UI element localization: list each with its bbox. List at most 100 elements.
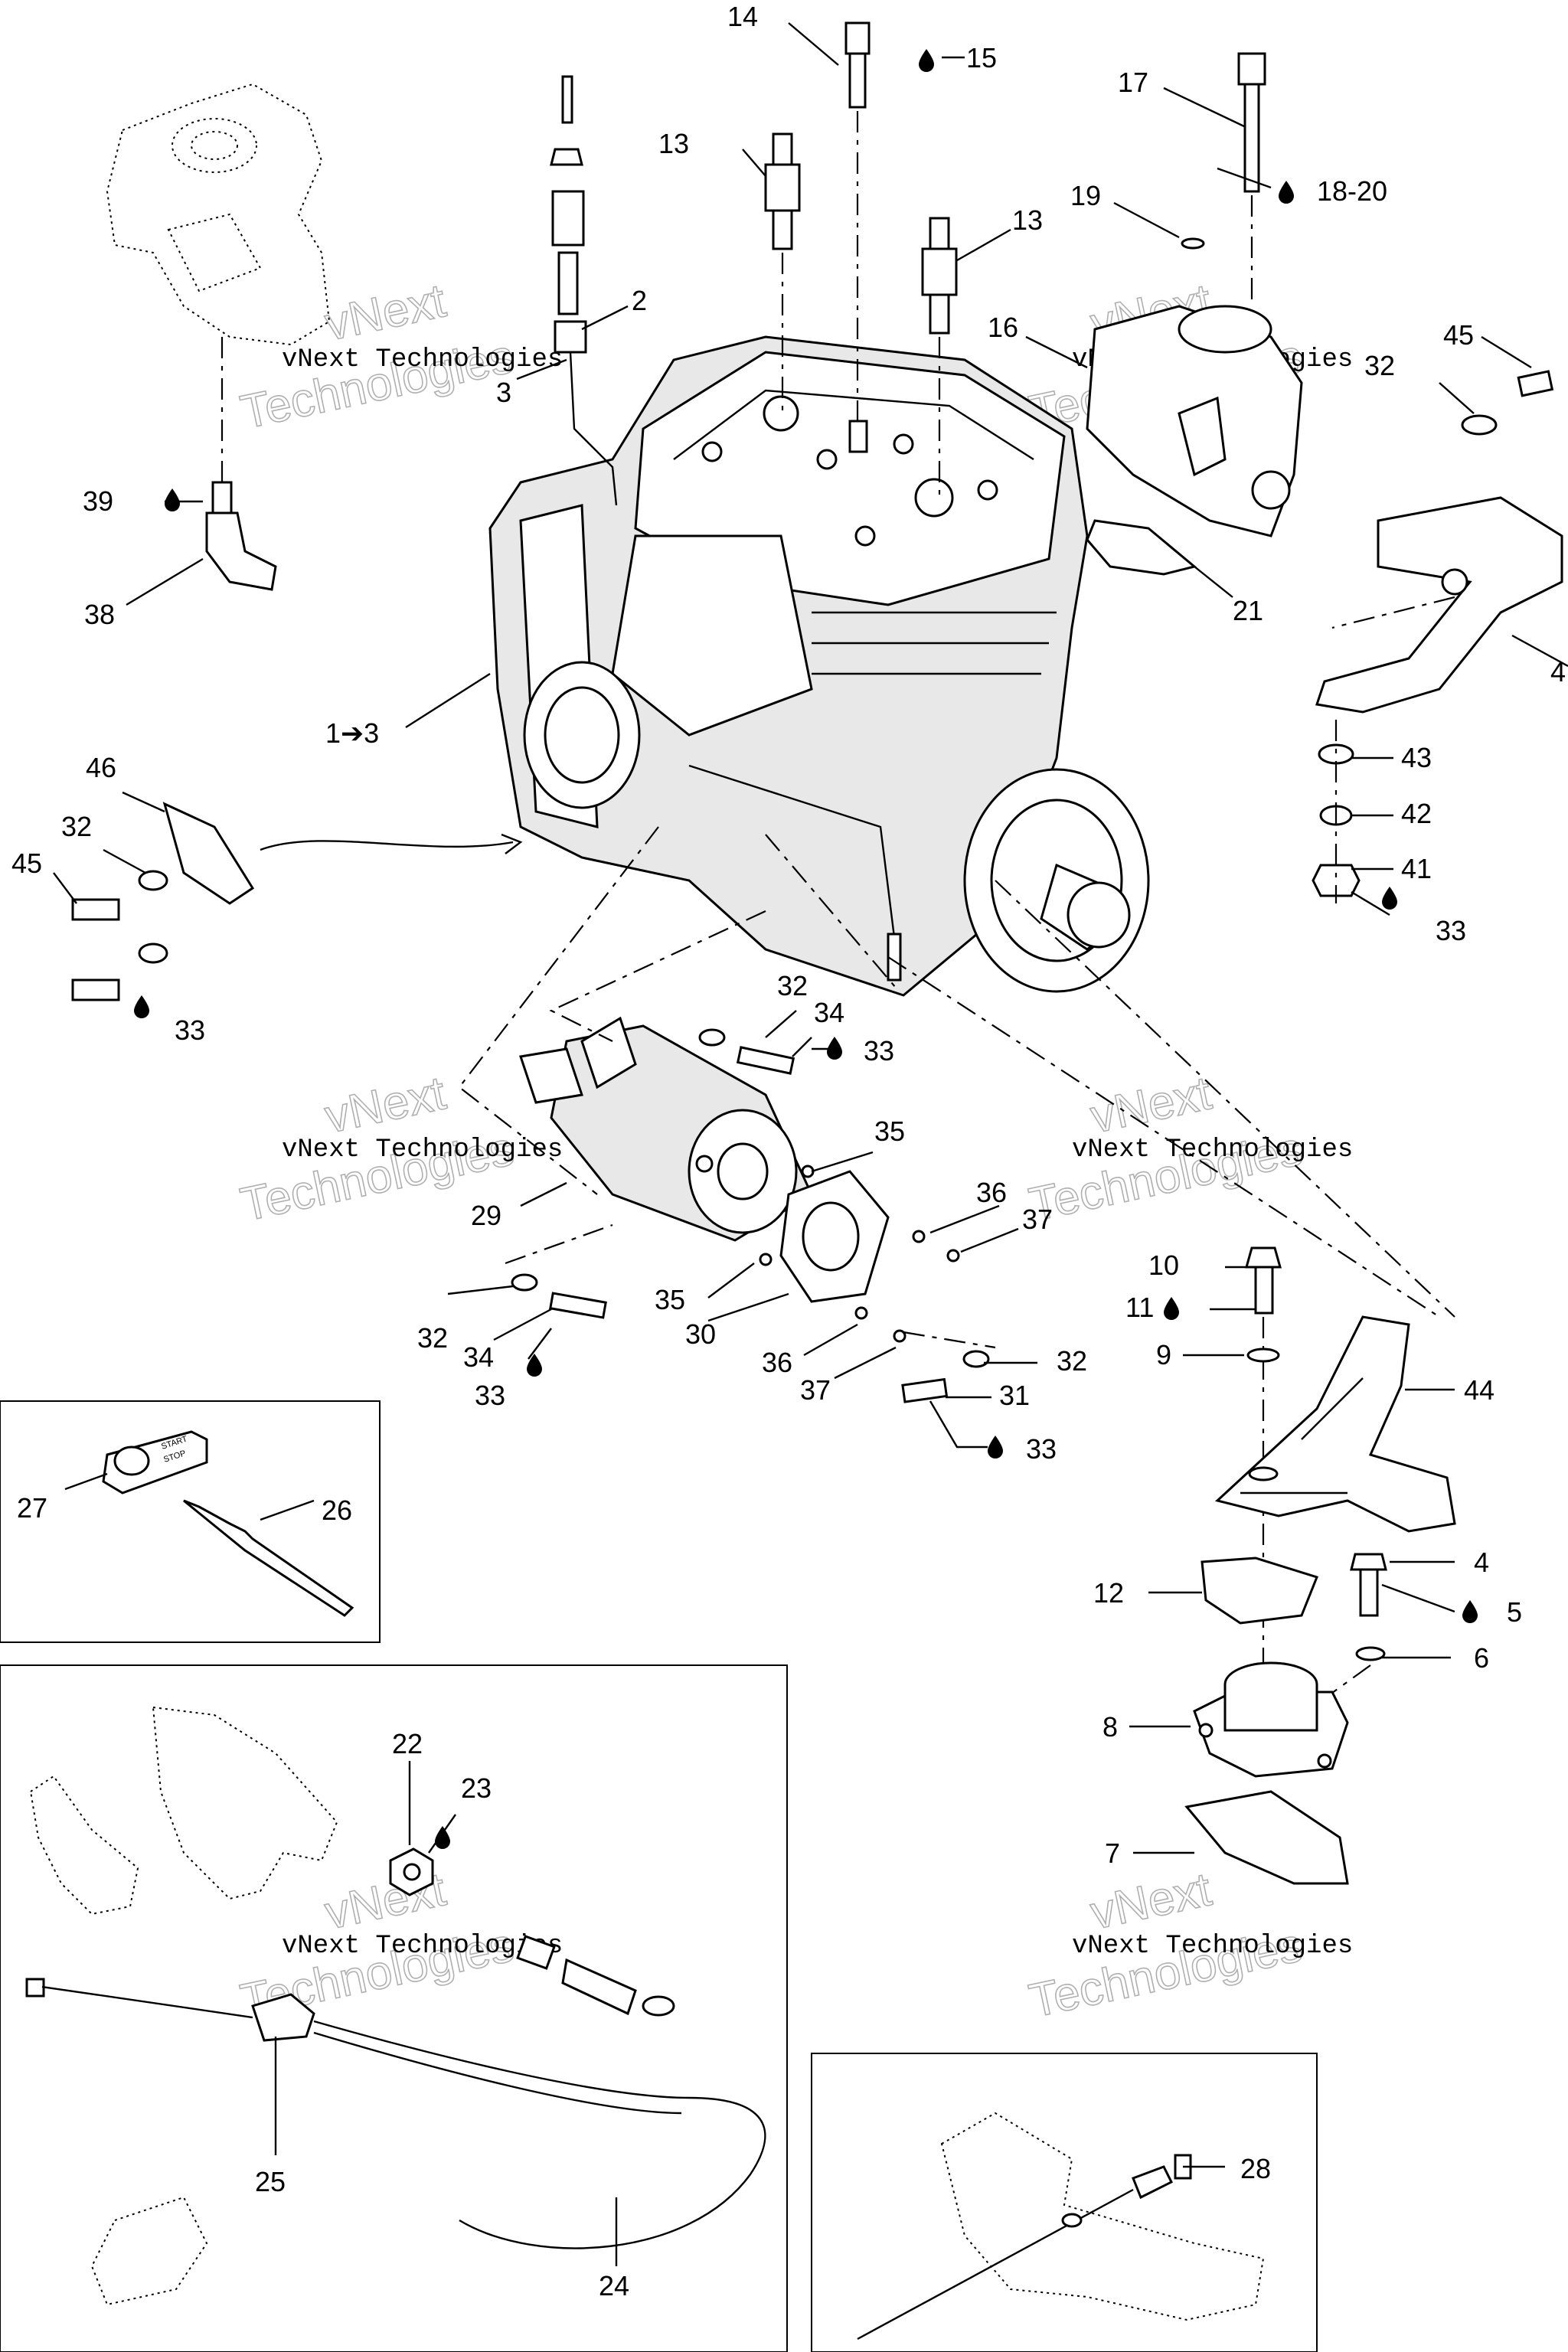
start-button-27: START STOP bbox=[102, 1430, 208, 1494]
starter-motor-29 bbox=[519, 1016, 813, 1242]
oil-drop-icon bbox=[1462, 1600, 1478, 1623]
end-plate-30 bbox=[779, 1170, 890, 1303]
callout-33-starter-right: 33 bbox=[1026, 1433, 1057, 1465]
callout-labels: 14 15 17 18-20 19 13 13 16 2 3 45 32 21 … bbox=[11, 1, 1566, 2301]
callout-36-bottom: 36 bbox=[762, 1347, 792, 1378]
callout-18-20: 18-20 bbox=[1317, 175, 1387, 207]
svg-text:vNext: vNext bbox=[1086, 1067, 1216, 1143]
callout-32-starter-left: 32 bbox=[417, 1322, 448, 1354]
callout-23: 23 bbox=[461, 1772, 492, 1804]
callout-16: 16 bbox=[988, 312, 1018, 343]
callout-35-top: 35 bbox=[874, 1116, 905, 1147]
oil-drop-icon bbox=[527, 1354, 542, 1377]
callout-14: 14 bbox=[727, 1, 758, 32]
callout-17: 17 bbox=[1118, 67, 1148, 98]
callout-45-left: 45 bbox=[11, 848, 42, 879]
callout-22: 22 bbox=[392, 1728, 423, 1759]
elbow-fitting-38 bbox=[205, 337, 277, 591]
pump-housing-outline bbox=[106, 83, 331, 346]
svg-text:vNext: vNext bbox=[1086, 1863, 1216, 1939]
callout-8: 8 bbox=[1102, 1711, 1118, 1743]
callout-37-bottom: 37 bbox=[800, 1374, 831, 1406]
watermark-4: vNext Technologies vNext Technologies bbox=[1024, 1066, 1354, 1232]
callout-12: 12 bbox=[1093, 1577, 1124, 1609]
svg-text:vNext: vNext bbox=[321, 274, 450, 351]
bolt-10 bbox=[1245, 1246, 1282, 1363]
watermark-6: vNext Technologies vNext Technologies bbox=[1024, 1862, 1354, 2028]
callout-27: 27 bbox=[17, 1492, 47, 1524]
svg-text:vNext Technologies: vNext Technologies bbox=[282, 1135, 563, 1165]
callout-32-left: 32 bbox=[61, 811, 92, 842]
start-button-box bbox=[0, 1400, 381, 1643]
washers-41-43 bbox=[1312, 720, 1361, 903]
oil-drop-icon bbox=[1382, 887, 1397, 910]
throttle-cable-box bbox=[0, 1664, 788, 2352]
leader-lines bbox=[53, 22, 1568, 2266]
callout-4: 4 bbox=[1474, 1547, 1489, 1578]
gasket-21 bbox=[1086, 519, 1197, 576]
callout-30: 30 bbox=[685, 1318, 716, 1350]
callout-3: 3 bbox=[496, 377, 511, 408]
callout-31: 31 bbox=[999, 1380, 1030, 1411]
callout-11: 11 bbox=[1125, 1292, 1154, 1323]
engine-block bbox=[488, 335, 1150, 997]
watermark-1: vNext Technologies vNext Technologies bbox=[236, 273, 564, 439]
rod-28 bbox=[857, 2154, 1192, 2341]
callout-36-top: 36 bbox=[976, 1177, 1007, 1208]
callout-40: 4 bbox=[1550, 656, 1566, 688]
callout-9: 9 bbox=[1156, 1339, 1171, 1370]
callout-44: 44 bbox=[1464, 1374, 1494, 1406]
callout-2: 2 bbox=[632, 285, 647, 316]
engine-mount-44 bbox=[1214, 1315, 1456, 1533]
callout-28: 28 bbox=[1240, 2153, 1271, 2184]
engine-bracket-40 bbox=[1315, 496, 1563, 714]
switch-cable-26 bbox=[183, 1499, 354, 1617]
oil-drop-icon bbox=[919, 49, 934, 72]
callout-15: 15 bbox=[966, 42, 997, 74]
throttle-cable-24 bbox=[25, 1935, 766, 2249]
callout-38: 38 bbox=[84, 599, 115, 630]
callout-33-left: 33 bbox=[175, 1014, 205, 1046]
oil-drop-icons bbox=[134, 49, 1478, 1849]
callout-46: 46 bbox=[86, 752, 116, 783]
svg-text:vNext: vNext bbox=[321, 1067, 450, 1143]
svg-text:vNext Technologies: vNext Technologies bbox=[282, 345, 563, 374]
callout-39: 39 bbox=[83, 485, 113, 517]
callout-33-right: 33 bbox=[1436, 915, 1466, 946]
bolt-45-right bbox=[1461, 370, 1554, 436]
oil-drop-icon bbox=[165, 488, 180, 511]
callout-1-3: 1➔3 bbox=[325, 717, 379, 749]
callout-34-top: 34 bbox=[814, 997, 844, 1028]
callout-5: 5 bbox=[1507, 1596, 1522, 1628]
nut-22 bbox=[389, 1847, 434, 1896]
spark-plug-13a bbox=[764, 132, 801, 413]
lever-bracket-outline bbox=[29, 1706, 338, 2306]
callout-37-top: 37 bbox=[1022, 1204, 1053, 1235]
temperature-sensor-14 bbox=[844, 21, 871, 429]
oil-drop-icon bbox=[988, 1436, 1003, 1459]
spark-plug-13b bbox=[921, 217, 958, 498]
oil-drop-icon bbox=[435, 1826, 450, 1849]
callout-34-bottom: 34 bbox=[463, 1341, 494, 1373]
callout-42: 42 bbox=[1401, 798, 1432, 829]
callout-29: 29 bbox=[471, 1200, 501, 1231]
watermark-3: vNext Technologies vNext Technologies bbox=[236, 1066, 564, 1232]
callout-7: 7 bbox=[1105, 1838, 1120, 1869]
callout-6: 6 bbox=[1474, 1642, 1489, 1674]
bracket-46 bbox=[71, 802, 523, 1001]
bolt-4 bbox=[1301, 1553, 1387, 1716]
callout-24: 24 bbox=[599, 2270, 629, 2301]
part-28-box bbox=[811, 2053, 1318, 2352]
callout-13b: 13 bbox=[1012, 204, 1043, 236]
callout-10: 10 bbox=[1148, 1250, 1179, 1281]
callout-35-bottom: 35 bbox=[655, 1284, 685, 1315]
callout-43: 43 bbox=[1401, 742, 1432, 773]
callout-33-starter-top: 33 bbox=[864, 1035, 894, 1067]
callout-13a: 13 bbox=[658, 128, 689, 159]
oil-drop-icon bbox=[827, 1037, 842, 1060]
callout-32-starter-top: 32 bbox=[777, 970, 808, 1001]
oil-drop-icon bbox=[1279, 181, 1294, 204]
callout-32-starter-right: 32 bbox=[1057, 1345, 1087, 1377]
svg-text:vNext Technologies: vNext Technologies bbox=[1072, 1932, 1353, 1961]
